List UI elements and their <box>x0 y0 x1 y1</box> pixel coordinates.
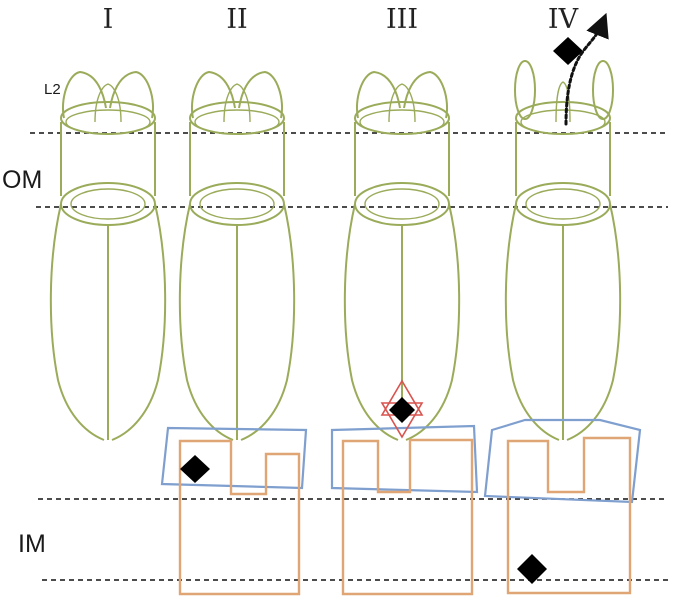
periplasmic-ring-2 <box>160 426 308 490</box>
gate-left <box>356 70 401 119</box>
middle-ring-inner <box>525 188 601 220</box>
open-gate-left <box>514 60 536 120</box>
body-left <box>178 203 234 441</box>
top-ring-inner <box>359 109 445 135</box>
body-right <box>405 203 461 441</box>
middle-ring-inner <box>364 188 440 220</box>
top-ring-inner <box>65 109 151 135</box>
body-left <box>49 203 105 441</box>
gate-center <box>94 83 122 123</box>
l2-label: L2 <box>44 81 61 98</box>
stage-label-3: III <box>386 4 418 35</box>
gate-right <box>238 70 283 119</box>
gate-right <box>109 70 154 119</box>
gate-left <box>62 70 107 119</box>
top-ring-inner <box>194 109 280 135</box>
stage-label-2: II <box>226 4 247 35</box>
gate-left <box>191 70 236 119</box>
gate-center <box>223 83 251 123</box>
secretin-complex-1 <box>49 70 167 441</box>
secretin-complex-3 <box>343 70 461 441</box>
body-right <box>240 203 296 441</box>
gate-right <box>403 70 448 119</box>
body-left <box>343 203 399 441</box>
stage-label-4: IV <box>548 4 579 35</box>
body-right <box>111 203 167 441</box>
substrate-diamond-stage-2 <box>180 455 210 483</box>
secretin-complex-2 <box>178 70 296 441</box>
periplasmic-ring-3 <box>330 424 479 494</box>
outer-membrane-lines <box>30 132 668 208</box>
secretion-exit-arrow <box>564 12 609 126</box>
inner-ring-2 <box>178 439 301 596</box>
middle-ring-inner <box>199 188 275 220</box>
substrate-diamond-inner-membrane <box>517 554 547 584</box>
open-gate-right <box>592 60 614 120</box>
stage-label-1: I <box>103 4 114 35</box>
secretin-complex-4 <box>504 60 622 441</box>
outer-membrane-label: OM <box>2 166 42 194</box>
inner-membrane-label: IM <box>18 530 46 558</box>
periplasmic-ring-4 <box>483 418 642 504</box>
inner-ring-4 <box>506 436 632 595</box>
inner-membrane-lines <box>38 498 668 581</box>
substrate-diamond-stage-3 <box>389 397 415 423</box>
gate-center <box>388 83 416 123</box>
inner-ring-3 <box>341 438 474 596</box>
body-right <box>566 203 622 441</box>
middle-ring-inner <box>70 188 146 220</box>
substrate-diamond-stage-4 <box>553 37 583 65</box>
gate-center <box>555 81 571 123</box>
top-ring-inner <box>520 109 606 135</box>
body-left <box>504 203 560 441</box>
